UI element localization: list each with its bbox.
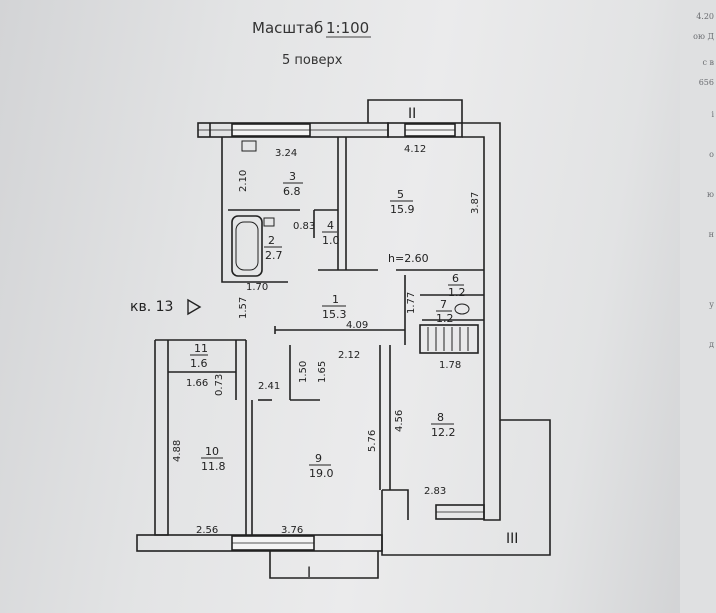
room-5-area: 15.9	[390, 203, 415, 216]
room-9-number: 9	[315, 452, 322, 465]
toilet	[454, 303, 470, 315]
radiator	[419, 324, 479, 354]
room-5-number: 5	[397, 188, 404, 201]
dimension-label: 2.56	[196, 525, 218, 536]
dimension-label: 4.09	[346, 320, 368, 331]
bay-ii-outline	[367, 99, 463, 123]
dimension-label: 3.24	[275, 148, 297, 159]
entrance-arrow-icon	[187, 298, 202, 316]
dimension-label: 1.50	[298, 361, 309, 383]
wall-top-right	[387, 122, 463, 138]
dimension-label: 0.73	[214, 374, 225, 396]
floor-label: 5 поверх	[282, 53, 343, 68]
dimension-label: 3.87	[470, 192, 481, 214]
room-1-number: 1	[332, 293, 339, 306]
room-9-area: 19.0	[309, 467, 334, 480]
room-2-number: 2	[268, 234, 275, 247]
room-6-area: 1.2	[448, 286, 466, 299]
floor-plan-drawing: Масштаб 1:100 5 поверх	[130, 19, 551, 581]
adjacent-page-edge: 4.20 ою Д с в 656 і о ю н у д	[680, 0, 716, 613]
sink	[263, 217, 275, 227]
dimension-label: 1.57	[238, 297, 249, 319]
dimension-label: 2.12	[338, 350, 360, 361]
room-1-area: 15.3	[322, 308, 347, 321]
margin-text: ю	[707, 190, 714, 199]
margin-text: о	[709, 150, 714, 159]
wall-left-upper	[221, 137, 288, 283]
facade-i-label: I	[307, 565, 311, 581]
margin-text: 656	[698, 78, 714, 87]
walls	[136, 99, 551, 579]
dimension-label: 3.76	[281, 525, 303, 536]
dimension-labels: 3.24 4.12 2.10 3.87 0.83 1.70 1.57 4.09 …	[172, 144, 481, 536]
dimension-label: 2.41	[258, 381, 280, 392]
room-4-number: 4	[327, 219, 334, 232]
dimension-label: 2.83	[424, 486, 446, 497]
room-8-area: 12.2	[431, 426, 456, 439]
facade-ii-label: II	[408, 106, 416, 122]
room-labels: 1 15.3 2 2.7 3 6.8 4 1.0 5 15.9 6 1.2 7 …	[190, 170, 466, 480]
apartment-label: кв. 13	[130, 299, 173, 315]
balcony-iii-outline	[381, 419, 551, 556]
dimension-label: 1.70	[246, 282, 268, 293]
margin-text: д	[709, 340, 714, 349]
room-7-number: 7	[440, 298, 447, 311]
scale-value: 1:100	[326, 19, 369, 37]
dimension-label: 1.77	[406, 292, 417, 314]
room-7-area: 1.2	[436, 312, 454, 325]
margin-text: с в	[702, 58, 714, 67]
dimension-label: 0.83	[293, 221, 315, 232]
room-3-area: 6.8	[283, 185, 301, 198]
room-6-number: 6	[452, 272, 459, 285]
sink	[241, 140, 257, 152]
room-4-area: 1.0	[322, 234, 340, 247]
facade-iii-label: III	[506, 531, 518, 547]
margin-text: і	[711, 110, 714, 119]
room-10-number: 10	[205, 445, 219, 458]
wall-left-lower	[154, 340, 169, 536]
margin-text: 4.20	[696, 12, 714, 21]
dimension-label: 4.12	[404, 144, 426, 155]
bay-i-outline	[269, 551, 379, 579]
room-10-area: 11.8	[201, 460, 226, 473]
dimension-label: 1.66	[186, 378, 208, 389]
dimension-label: 1.78	[439, 360, 461, 371]
dimension-label: 4.56	[394, 410, 405, 432]
dimension-label: 2.10	[238, 170, 249, 192]
dimension-label: 4.88	[172, 440, 183, 462]
margin-text: у	[709, 300, 714, 309]
margin-text: ою Д	[693, 32, 714, 41]
room-2-area: 2.7	[265, 249, 283, 262]
dimension-label: 5.76	[367, 430, 378, 452]
ceiling-height: h=2.60	[388, 252, 429, 265]
room-11-number: 11	[194, 342, 208, 355]
scale-label: Масштаб	[252, 19, 323, 37]
room-3-number: 3	[289, 170, 296, 183]
margin-text: н	[708, 230, 714, 239]
room-11-area: 1.6	[190, 357, 208, 370]
wall-right	[462, 122, 501, 521]
bathtub	[231, 215, 263, 277]
dimension-label: 1.65	[317, 361, 328, 383]
room-8-number: 8	[437, 411, 444, 424]
